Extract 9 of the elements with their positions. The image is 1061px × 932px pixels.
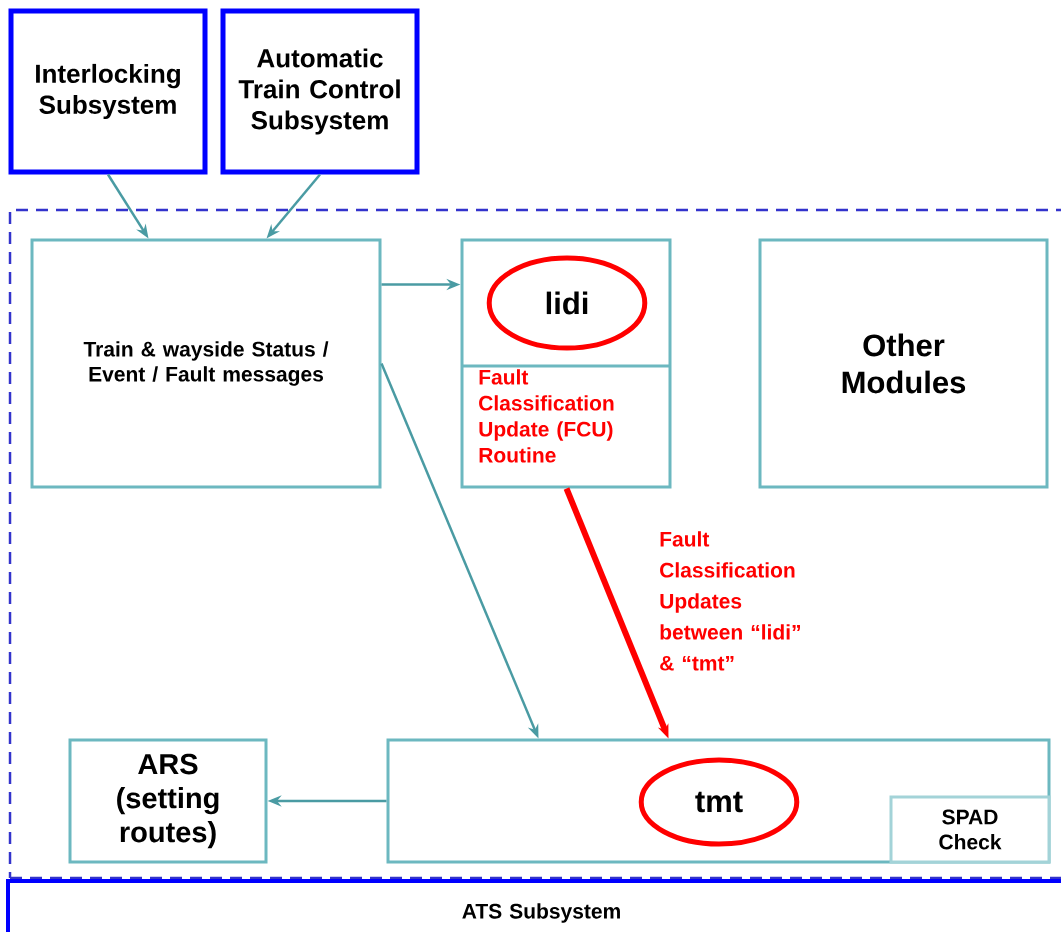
- subsystem-bar: ATS Subsystem: [6, 879, 1061, 932]
- check-box: SPAD Check: [889, 795, 1051, 864]
- edge-label: Fault Classification Updates between “lidi” & “tmt”: [658, 530, 833, 672]
- subsystem-box: Automatic Train Control Subsystem: [220, 8, 420, 175]
- module-box: ARS (setting routes): [68, 738, 268, 864]
- module-box: Train & wayside Status / Event / Fault messages: [30, 238, 382, 489]
- dashed-region: [8, 208, 1061, 880]
- subsystem-box: Interlocking Subsystem: [8, 8, 208, 175]
- module-box: Other Modules: [758, 238, 1049, 489]
